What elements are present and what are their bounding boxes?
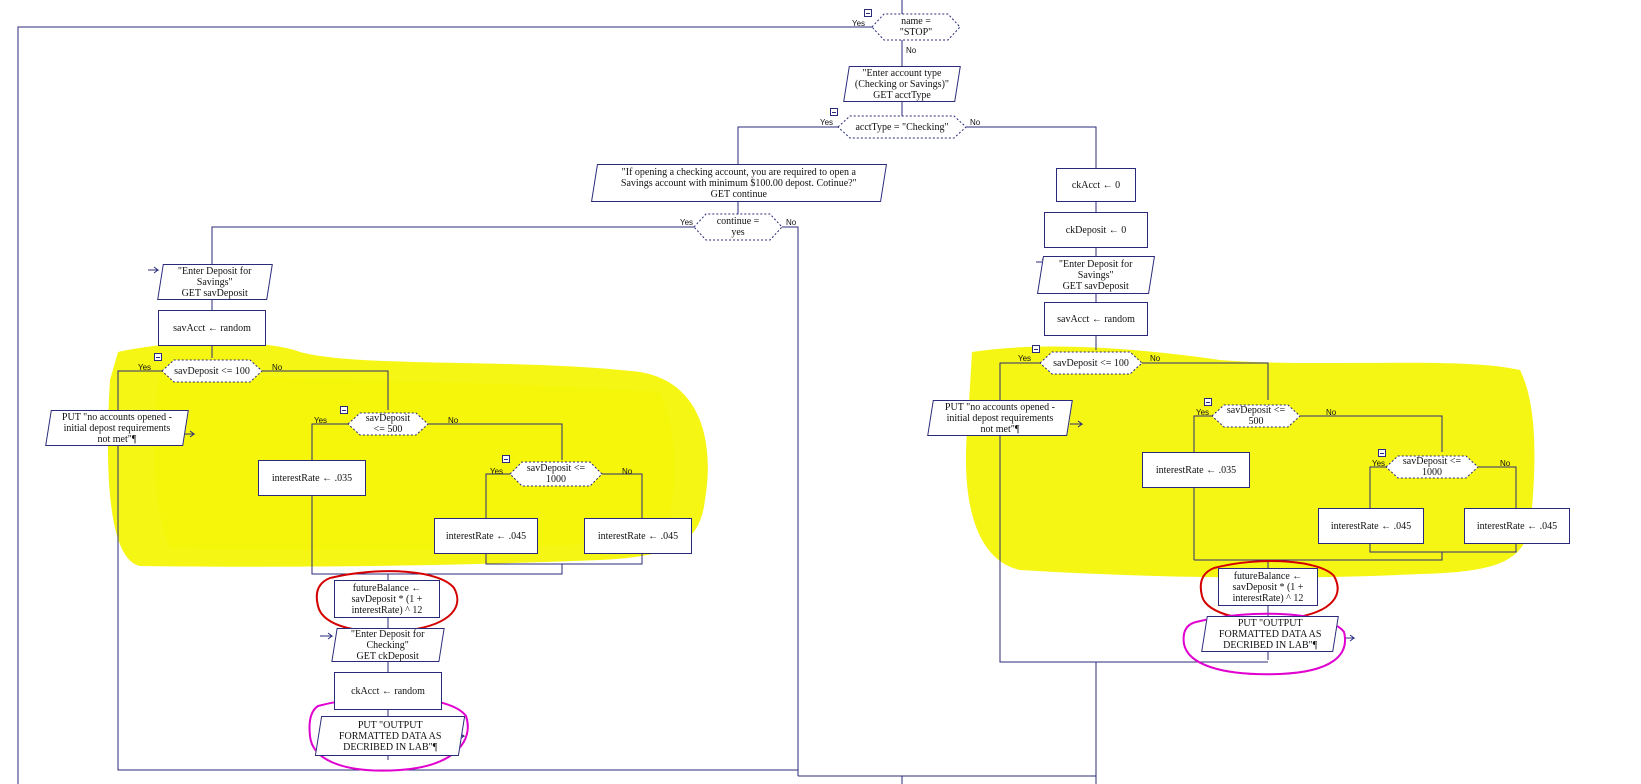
no-label: No xyxy=(272,363,283,372)
assign-right-rate-045-a[interactable]: interestRate ← .045 xyxy=(1318,508,1424,544)
collapse-marker-icon[interactable] xyxy=(1032,345,1040,353)
decision-left-100-shape xyxy=(161,359,263,383)
no-label: No xyxy=(970,118,981,127)
collapse-marker-icon[interactable] xyxy=(1378,449,1386,457)
collapse-marker-icon[interactable] xyxy=(502,455,510,463)
no-label: No xyxy=(622,467,633,476)
yes-label: Yes xyxy=(490,467,504,476)
no-label: No xyxy=(906,46,917,55)
output-left-no-accounts[interactable]: PUT "no accounts opened - initial depost… xyxy=(45,410,189,446)
no-label: No xyxy=(1326,408,1337,417)
decision-left-deposit-500[interactable]: savDeposit <= 500 xyxy=(365,413,411,435)
output-right-no-accounts[interactable]: PUT "no accounts opened - initial depost… xyxy=(927,400,1073,436)
decision-name-stop-shape xyxy=(871,13,961,41)
decision-left-deposit-100[interactable]: savDeposit <= 100 xyxy=(174,365,250,377)
collapse-marker-icon[interactable] xyxy=(1204,398,1212,406)
assign-left-rate-045-a[interactable]: interestRate ← .045 xyxy=(434,518,538,554)
input-right-savings-deposit[interactable]: "Enter Deposit for Savings" GET savDepos… xyxy=(1036,256,1156,294)
input-left-checking-deposit[interactable]: "Enter Deposit for Checking" GET ckDepos… xyxy=(331,628,445,662)
input-enter-account-type[interactable]: "Enter account type (Checking or Savings… xyxy=(843,66,961,102)
assign-left-rate-045-b[interactable]: interestRate ← .045 xyxy=(584,518,692,554)
assign-right-rate-045-b[interactable]: interestRate ← .045 xyxy=(1464,508,1570,544)
output-right-formatted-data[interactable]: PUT "OUTPUT FORMATTED DATA AS DECRIBED I… xyxy=(1201,616,1339,652)
decision-left-500-shape xyxy=(347,412,429,436)
decision-acct-type[interactable]: acctType = "Checking" xyxy=(855,121,949,133)
yes-label: Yes xyxy=(1018,354,1032,363)
decision-right-100-shape xyxy=(1039,351,1143,375)
assign-right-savacct[interactable]: savAcct ← random xyxy=(1044,302,1148,336)
decision-right-deposit-500[interactable]: savDeposit <= 500 xyxy=(1226,405,1286,427)
collapse-marker-icon[interactable] xyxy=(154,353,162,361)
connector-lines xyxy=(17,0,1517,784)
decision-name-stop[interactable]: name = "STOP" xyxy=(899,16,933,38)
decision-right-500-shape xyxy=(1211,404,1301,428)
yes-label: Yes xyxy=(1372,459,1386,468)
assign-right-rate-035[interactable]: interestRate ← .035 xyxy=(1142,452,1250,488)
input-checking-prompt[interactable]: "If opening a checking account, you are … xyxy=(590,164,888,202)
input-left-savings-deposit[interactable]: "Enter Deposit for Savings" GET savDepos… xyxy=(157,264,273,300)
yes-label: Yes xyxy=(138,363,152,372)
decision-right-deposit-1000[interactable]: savDeposit <= 1000 xyxy=(1402,456,1462,478)
assign-right-ckacct-zero[interactable]: ckAcct ← 0 xyxy=(1056,168,1136,202)
output-left-formatted-data[interactable]: PUT "OUTPUT FORMATTED DATA AS DECRIBED I… xyxy=(314,716,466,756)
decision-right-deposit-100[interactable]: savDeposit <= 100 xyxy=(1053,357,1129,369)
yes-label: Yes xyxy=(680,218,694,227)
decision-acct-type-shape xyxy=(837,115,967,139)
assign-right-ckdeposit-zero[interactable]: ckDeposit ← 0 xyxy=(1044,212,1148,248)
assign-left-rate-035[interactable]: interestRate ← .035 xyxy=(258,460,366,496)
no-label: No xyxy=(448,416,459,425)
assign-left-ckacct[interactable]: ckAcct ← random xyxy=(334,672,442,710)
assign-left-savacct[interactable]: savAcct ← random xyxy=(158,310,266,346)
assign-right-future-balance[interactable]: futureBalance ← savDeposit * (1 + intere… xyxy=(1218,568,1318,606)
decision-continue-shape xyxy=(693,213,783,241)
no-label: No xyxy=(1500,459,1511,468)
yes-label: Yes xyxy=(852,19,866,28)
decision-left-deposit-1000[interactable]: savDeposit <= 1000 xyxy=(526,463,586,485)
decision-continue[interactable]: continue = yes xyxy=(716,216,760,238)
collapse-marker-icon[interactable] xyxy=(830,108,838,116)
no-label: No xyxy=(1150,354,1161,363)
decision-left-1000-shape xyxy=(509,461,603,487)
right-magenta-circle xyxy=(1182,612,1346,676)
assign-left-future-balance[interactable]: futureBalance ← savDeposit * (1 + intere… xyxy=(334,580,440,618)
yes-label: Yes xyxy=(820,118,834,127)
collapse-marker-icon[interactable] xyxy=(340,406,348,414)
yes-label: Yes xyxy=(1196,408,1210,417)
decision-right-1000-shape xyxy=(1385,455,1479,479)
yes-label: Yes xyxy=(314,416,328,425)
no-label: No xyxy=(786,218,797,227)
collapse-marker-icon[interactable] xyxy=(864,9,872,17)
